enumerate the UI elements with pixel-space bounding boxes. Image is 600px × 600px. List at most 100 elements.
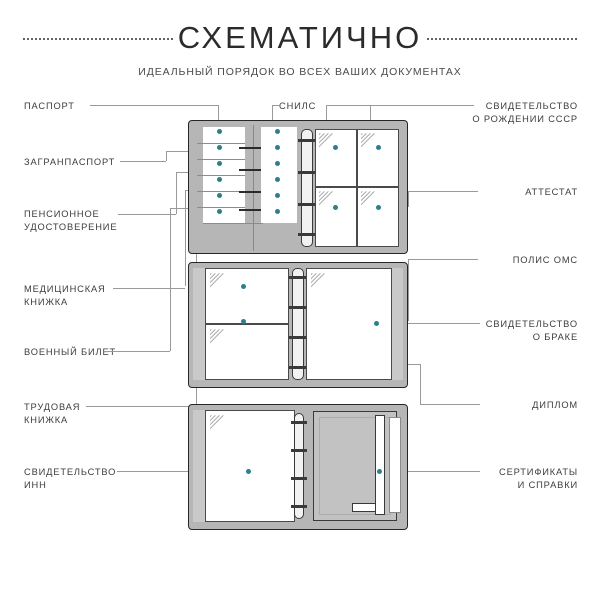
label-voennyi-bilet: ВОЕННЫЙ БИЛЕТ bbox=[24, 347, 117, 357]
binder-ring bbox=[291, 421, 307, 424]
leader-rozhd-h bbox=[326, 105, 474, 106]
slot-dash bbox=[239, 147, 267, 149]
panel-bottom[interactable] bbox=[188, 404, 408, 530]
marker-dot bbox=[241, 284, 246, 289]
envelope-strip[interactable] bbox=[375, 415, 385, 515]
marker-dot bbox=[376, 205, 381, 210]
leader-diplom-h1 bbox=[420, 404, 480, 405]
binder-ring bbox=[298, 233, 316, 236]
leader-rozhd-v bbox=[326, 105, 327, 133]
binder-ring bbox=[291, 477, 307, 480]
binder-ring bbox=[289, 276, 307, 279]
binder-ring bbox=[291, 449, 307, 452]
ring-rail bbox=[294, 413, 304, 519]
binder-ring bbox=[289, 366, 307, 369]
pocket-r2c1[interactable] bbox=[315, 187, 357, 247]
leader-attestat-v bbox=[408, 191, 409, 207]
gloss-hatch-icon bbox=[210, 415, 226, 431]
column-divider bbox=[253, 125, 254, 251]
marker-dot bbox=[217, 145, 222, 150]
leader-sert-h bbox=[402, 471, 480, 472]
slot-dash bbox=[239, 169, 267, 171]
marker-dot bbox=[376, 145, 381, 150]
marker-dot bbox=[333, 145, 338, 150]
leader-rozhd-v2 bbox=[370, 105, 371, 133]
leader-zagran-h1 bbox=[120, 161, 166, 162]
label-medknizhka: МЕДИЦИНСКАЯ КНИЖКА bbox=[24, 284, 106, 307]
leader-passport-h bbox=[90, 105, 218, 106]
leader-polis-v bbox=[408, 259, 409, 321]
label-polis-oms: ПОЛИС ОМС bbox=[512, 255, 578, 265]
ring-rail bbox=[292, 268, 304, 380]
binder-ring bbox=[298, 203, 316, 206]
marker-dot bbox=[217, 129, 222, 134]
leader-pension-v bbox=[176, 172, 177, 214]
marker-dot bbox=[275, 161, 280, 166]
pocket-mid-left-upper[interactable] bbox=[205, 268, 289, 324]
marker-dot bbox=[246, 469, 251, 474]
label-zagranpasport: ЗАГРАНПАСПОРТ bbox=[24, 157, 116, 167]
panel-middle-left-edge bbox=[193, 268, 205, 380]
marker-dot bbox=[377, 469, 382, 474]
marker-dot bbox=[217, 193, 222, 198]
binder-ring bbox=[298, 139, 316, 142]
title-row: СХЕМАТИЧНО bbox=[0, 18, 600, 58]
slot-a-line-4 bbox=[197, 191, 245, 192]
leader-diplom-h2 bbox=[408, 364, 420, 365]
leader-snils-h bbox=[272, 105, 280, 106]
dotted-rule-left bbox=[22, 38, 174, 40]
gloss-hatch-icon bbox=[361, 191, 377, 207]
leader-med-h1 bbox=[113, 288, 185, 289]
leader-pension-h1 bbox=[118, 214, 176, 215]
panel-top[interactable] bbox=[188, 120, 408, 254]
leader-snils-v bbox=[272, 105, 273, 131]
binder-ring bbox=[289, 336, 307, 339]
label-svid-brake: СВИДЕТЕЛЬСТВО О БРАКЕ bbox=[485, 319, 578, 342]
label-svidetelstvo-inn: СВИДЕТЕЛЬСТВО ИНН bbox=[24, 467, 117, 490]
slot-a-line-2 bbox=[197, 159, 245, 160]
pocket-mid-right[interactable] bbox=[306, 268, 392, 380]
leader-passport-v bbox=[218, 105, 219, 131]
leader-inn-h bbox=[117, 471, 245, 472]
slot-dash bbox=[239, 191, 267, 193]
label-snils: СНИЛС bbox=[279, 101, 317, 111]
marker-dot bbox=[275, 193, 280, 198]
pocket-r1c1[interactable] bbox=[315, 129, 357, 187]
marker-dot bbox=[374, 321, 379, 326]
binder-ring bbox=[298, 171, 316, 174]
marker-dot bbox=[217, 161, 222, 166]
ring-binder-mechanism bbox=[291, 413, 307, 519]
binder-ring bbox=[289, 306, 307, 309]
marker-dot bbox=[275, 145, 280, 150]
label-svid-rozhdenii: СВИДЕТЕЛЬСТВО О РОЖДЕНИИ СССР bbox=[472, 101, 578, 124]
marker-dot bbox=[241, 319, 246, 324]
marker-dot bbox=[275, 177, 280, 182]
marker-dot bbox=[275, 209, 280, 214]
leader-trud-h1 bbox=[86, 406, 196, 407]
label-diplom: ДИПЛОМ bbox=[532, 400, 578, 410]
label-attestat: АТТЕСТАТ bbox=[525, 187, 578, 197]
marker-dot bbox=[275, 129, 280, 134]
pocket-bottom-left[interactable] bbox=[205, 410, 295, 522]
binder-ring bbox=[291, 505, 307, 508]
marker-dot bbox=[217, 209, 222, 214]
slot-a-line-1 bbox=[197, 143, 245, 144]
panel-middle[interactable] bbox=[188, 262, 408, 388]
gloss-hatch-icon bbox=[210, 273, 226, 289]
ring-binder-mechanism bbox=[289, 268, 307, 380]
slot-a-line-5 bbox=[197, 207, 245, 208]
label-pensionnoe: ПЕНСИОННОЕ УДОСТОВЕРЕНИЕ bbox=[24, 209, 118, 232]
pocket-r1c2[interactable] bbox=[357, 129, 399, 187]
pocket-mid-left-lower[interactable] bbox=[205, 324, 289, 380]
dotted-rule-right bbox=[426, 38, 578, 40]
page-subtitle: ИДЕАЛЬНЫЙ ПОРЯДОК ВО ВСЕХ ВАШИХ ДОКУМЕНТ… bbox=[138, 66, 462, 78]
envelope-tab[interactable] bbox=[352, 503, 376, 512]
pocket-r2c2[interactable] bbox=[357, 187, 399, 247]
marker-dot bbox=[217, 177, 222, 182]
leader-brake-h bbox=[376, 323, 480, 324]
ring-binder-mechanism bbox=[298, 129, 316, 247]
panel-middle-right-edge bbox=[391, 268, 403, 380]
header: СХЕМАТИЧНО ИДЕАЛЬНЫЙ ПОРЯДОК ВО ВСЕХ ВАШ… bbox=[0, 18, 600, 78]
page-title: СХЕМАТИЧНО bbox=[177, 20, 423, 55]
leader-voen-v bbox=[170, 208, 171, 351]
